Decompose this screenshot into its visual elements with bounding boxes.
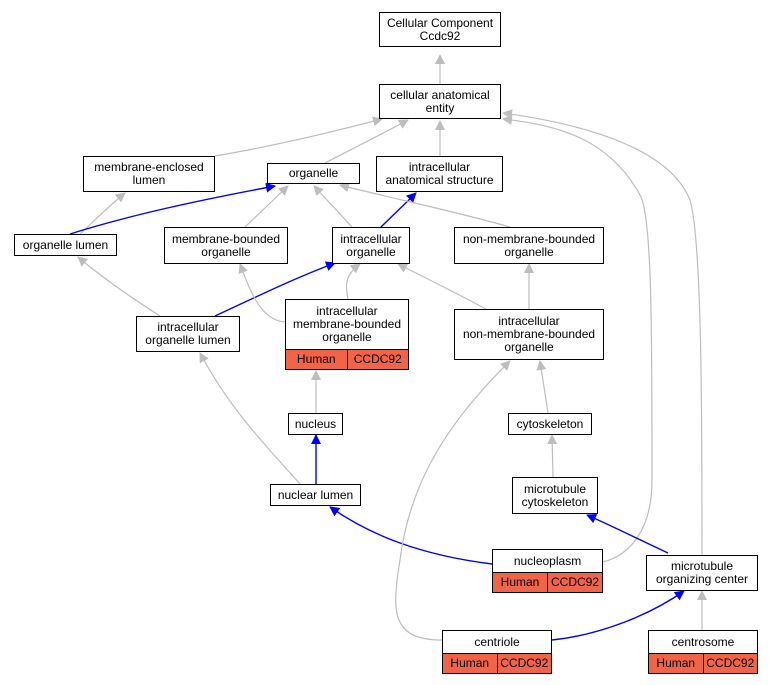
annotation-gene: CCDC92 (496, 654, 551, 673)
node-nucleoplasm[interactable]: nucleoplasm Human CCDC92 (492, 549, 603, 593)
annotation-gene: CCDC92 (702, 654, 757, 673)
edge-nucleoplasm-to-cae (502, 114, 653, 563)
node-organelle-lumen[interactable]: organelle lumen (14, 234, 117, 256)
node-nucleus[interactable]: nucleus (288, 413, 343, 435)
annotation-row: Human CCDC92 (649, 653, 757, 673)
edge-mbo-to-org (244, 185, 289, 228)
node-label: centrosome (671, 634, 735, 649)
node-nuclear-lumen[interactable]: nuclear lumen (270, 484, 361, 506)
edge-org-to-cae (324, 119, 409, 164)
edge-nucleoplasm-to-nl (329, 506, 493, 565)
annotation-gene: CCDC92 (547, 573, 602, 592)
node-centriole[interactable]: centriole Human CCDC92 (442, 630, 552, 674)
node-non-membrane-bounded-organelle[interactable]: non-membrane-bounded organelle (454, 227, 604, 264)
edge-centriole-to-inmbo (395, 360, 511, 641)
node-cellular-anatomical-entity[interactable]: cellular anatomical entity (379, 84, 501, 119)
edge-mtoc-to-mtc (586, 514, 669, 554)
node-microtubule-organizing-center[interactable]: microtubule organizing center (646, 555, 758, 591)
annotation-row: Human CCDC92 (286, 349, 408, 369)
node-cellular-component-root[interactable]: Cellular Component Ccdc92 (379, 12, 501, 47)
edge-io-to-org (313, 185, 353, 228)
node-membrane-enclosed-lumen[interactable]: membrane-enclosed lumen (83, 156, 215, 192)
node-intracellular-non-membrane-bounded-organelle[interactable]: intracellular non-membrane-bounded organ… (454, 309, 604, 360)
node-microtubule-cytoskeleton[interactable]: microtubule cytoskeleton (512, 477, 598, 514)
node-membrane-bounded-organelle[interactable]: membrane-bounded organelle (164, 227, 288, 264)
edge-imbo-to-io (345, 263, 361, 300)
edge-centriole-to-mtoc (551, 590, 685, 641)
annotation-species: Human (286, 350, 347, 369)
node-label: nucleoplasm (513, 553, 582, 568)
annotation-row: Human CCDC92 (443, 653, 551, 673)
edge-iol-to-orgl (77, 256, 161, 317)
node-intracellular-membrane-bounded-organelle[interactable]: intracellular membrane-bounded organelle… (285, 299, 409, 370)
annotation-species: Human (649, 654, 703, 673)
annotation-gene: CCDC92 (346, 350, 408, 369)
edge-nmbo-to-org (339, 182, 511, 228)
edge-cyto-to-inmbo (536, 360, 549, 414)
edge-iol-to-io (214, 261, 336, 317)
edges-layer (69, 54, 707, 641)
edge-imbo-to-mbo (238, 263, 286, 323)
annotation-species: Human (493, 573, 547, 592)
edge-inmbo-to-io (397, 263, 487, 310)
node-intracellular-organelle-lumen[interactable]: intracellular organelle lumen (136, 316, 240, 352)
node-cytoskeleton[interactable]: cytoskeleton (508, 413, 592, 435)
annotation-species: Human (443, 654, 497, 673)
node-label: intracellular membrane-bounded organelle (292, 304, 402, 344)
node-centrosome[interactable]: centrosome Human CCDC92 (648, 630, 758, 674)
node-intracellular-anatomical-structure[interactable]: intracellular anatomical structure (376, 156, 503, 192)
node-label: centriole (474, 634, 520, 649)
node-intracellular-organelle[interactable]: intracellular organelle (332, 227, 410, 264)
annotation-row: Human CCDC92 (493, 572, 602, 592)
edge-mel-to-cae (214, 116, 383, 157)
edge-orgl-to-org (69, 182, 276, 235)
edge-io-to-ias (380, 192, 417, 228)
edge-mtoc-to-cae (502, 109, 703, 556)
edge-nl-to-iol (199, 352, 301, 485)
node-organelle[interactable]: organelle (267, 163, 360, 184)
edge-mtc-to-cyto (547, 434, 558, 478)
edge-orgl-to-mel (79, 192, 126, 235)
